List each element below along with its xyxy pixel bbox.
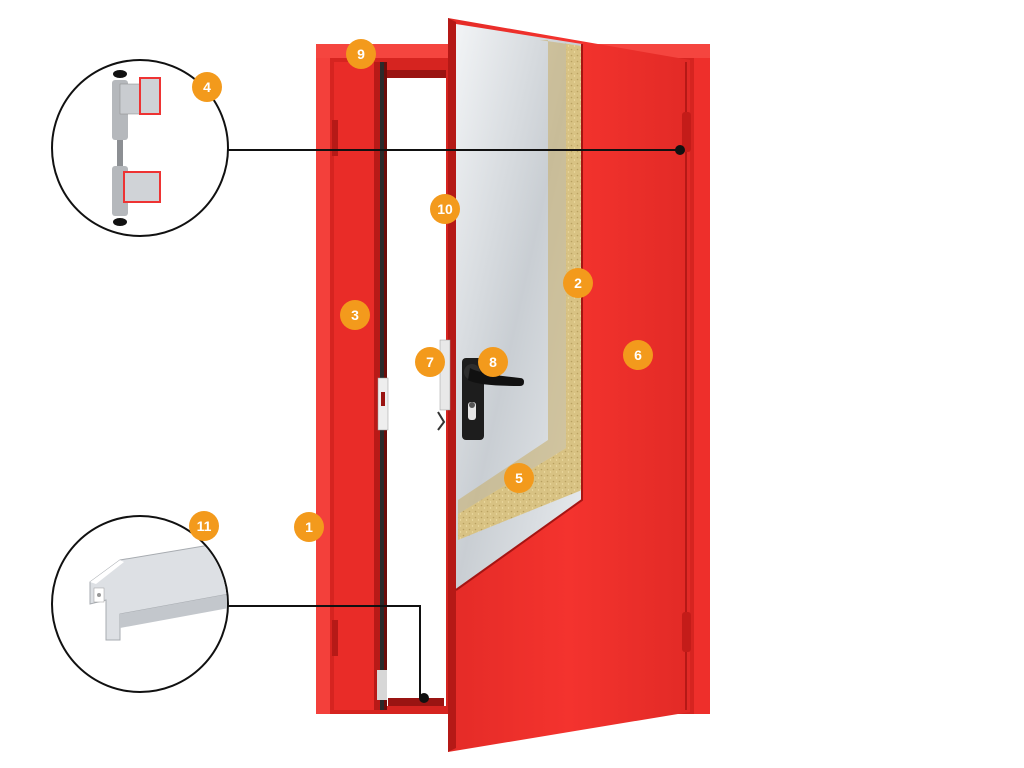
callout-2-label: 2 xyxy=(574,275,582,291)
seal-strip xyxy=(439,339,451,411)
frame-hinge-icon xyxy=(332,120,338,156)
callout-1: 1 xyxy=(294,512,324,542)
callout-8: 8 xyxy=(478,347,508,377)
callout-9: 9 xyxy=(346,39,376,69)
callout-1-label: 1 xyxy=(305,519,313,535)
threshold-detail-view xyxy=(51,515,229,693)
callout-3: 3 xyxy=(340,300,370,330)
callout-4-label: 4 xyxy=(203,79,211,95)
door-opening xyxy=(386,70,446,706)
callout-8-label: 8 xyxy=(489,354,497,370)
callout-2: 2 xyxy=(563,268,593,298)
callout-3-label: 3 xyxy=(351,307,359,323)
callout-10-label: 10 xyxy=(437,201,453,217)
lever-handle-icon xyxy=(462,358,524,440)
callout-5: 5 xyxy=(504,463,534,493)
callout-11: 11 xyxy=(189,511,219,541)
threshold xyxy=(388,698,444,706)
hinge-icon xyxy=(112,70,161,226)
hinge-detail-view xyxy=(51,59,229,237)
threshold-profile-icon xyxy=(89,539,227,641)
callout-7-label: 7 xyxy=(426,354,434,370)
callout-10: 10 xyxy=(430,194,460,224)
frame-hinge-icon xyxy=(332,620,338,656)
callout-6: 6 xyxy=(623,340,653,370)
mineral-wool-insulation xyxy=(458,40,582,540)
callout-7: 7 xyxy=(415,347,445,377)
callout-11-label: 11 xyxy=(197,518,212,534)
leader-lines xyxy=(227,145,685,703)
leaf-hinge-icon xyxy=(682,112,691,652)
callout-9-label: 9 xyxy=(357,46,365,62)
callout-5-label: 5 xyxy=(515,470,523,486)
flush-bolt-icon xyxy=(377,377,389,700)
leader-line-11 xyxy=(227,605,421,698)
callout-4: 4 xyxy=(192,72,222,102)
callout-6-label: 6 xyxy=(634,347,642,363)
